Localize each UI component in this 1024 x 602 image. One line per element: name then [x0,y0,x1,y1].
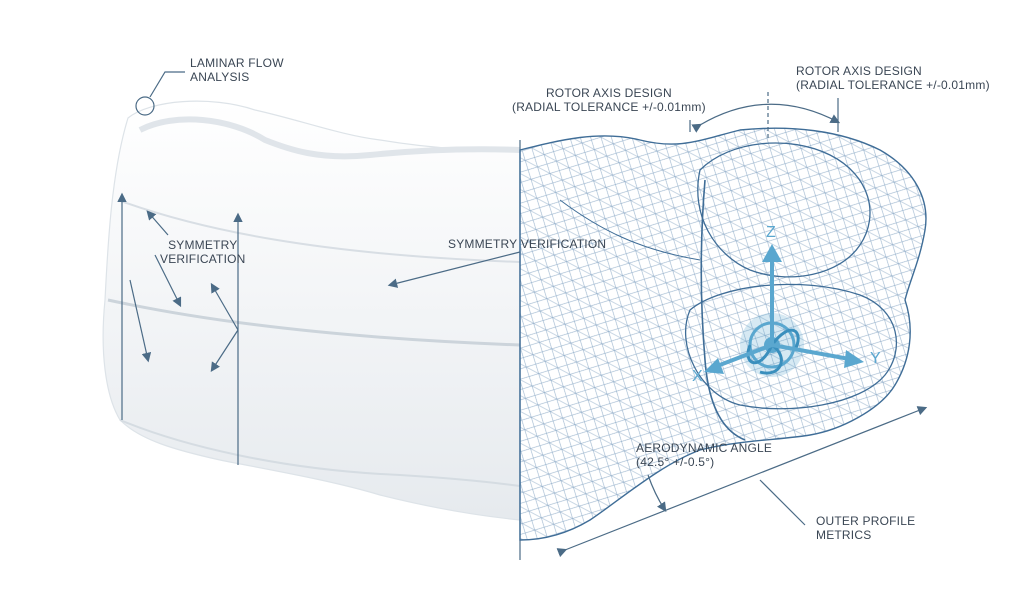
laminar-line2: ANALYSIS [190,70,250,84]
rotor-right-line1: ROTOR AXIS DESIGN [796,64,922,78]
rotor-left-label: ROTOR AXIS DESIGN (RADIAL TOLERANCE +/-0… [512,86,706,114]
rotor-right-label: ROTOR AXIS DESIGN (RADIAL TOLERANCE +/-0… [796,64,990,92]
axis-y-line [771,343,856,362]
aero-line1: AERODYNAMIC ANGLE [636,441,773,455]
outer-line2: METRICS [816,528,872,542]
outer-line1: OUTER PROFILE [816,514,916,528]
axis-y-label: Y [870,350,881,367]
axis-z-arrow-icon [762,244,782,262]
symmetry-left-label: SYMMETRY VERIFICATION [160,238,246,266]
sym-arrow-4 [129,279,152,363]
laminar-line1: LAMINAR FLOW [190,56,284,70]
symmetry-left-line2: VERIFICATION [160,252,246,266]
outer-profile-label: OUTER PROFILE METRICS [816,514,915,542]
symmetry-left-line1: SYMMETRY [168,238,238,252]
axis-x-label: X [692,368,703,385]
sym-arrow-2 [146,210,169,236]
aero-angle-label: AERODYNAMIC ANGLE (42.5° +/-0.5°) [636,441,772,469]
guard-lower-edge [119,419,521,487]
wire-upper-lobe [697,142,871,278]
outer-profile-line [556,406,928,558]
sym-arrow-7 [210,329,239,373]
guard-middle-seam [107,298,521,347]
outer-leader [759,479,806,526]
aero-line2: (42.5° +/-0.5°) [636,455,715,469]
rotor-blade-icon [746,328,800,375]
sym-arrow-3 [154,254,182,308]
wireframe-guard [519,127,927,541]
rotor-left-line1: ROTOR AXIS DESIGN [545,86,672,100]
callout-lines [117,71,928,558]
solid-guard [102,100,521,521]
guard-top-lip [138,116,521,160]
rotor-left-line2: (RADIAL TOLERANCE +/-0.01mm) [512,100,706,114]
aero-arc-arrow [647,474,667,512]
wire-lower-lobe [685,283,898,410]
laminar-marker [135,96,155,116]
rotor-right-line2: (RADIAL TOLERANCE +/-0.01mm) [796,78,990,92]
axis-x-line [711,343,773,370]
guard-body [102,100,521,521]
wire-front-edge [559,199,701,261]
rotor-arc-arrow [691,103,841,133]
axis-x-arrow-icon [704,358,724,374]
rotor-axis-gizmo [704,244,864,377]
symmetry-center-label: SYMMETRY VERIFICATION [448,237,607,251]
laminar-leader [149,71,185,98]
laminar-flow-label: LAMINAR FLOW ANALYSIS [190,56,284,84]
axis-z-label: Z [766,224,776,241]
axis-y-arrow-icon [844,350,864,368]
sym-center-arrow [387,251,521,288]
sym-arrow-6 [210,282,239,331]
